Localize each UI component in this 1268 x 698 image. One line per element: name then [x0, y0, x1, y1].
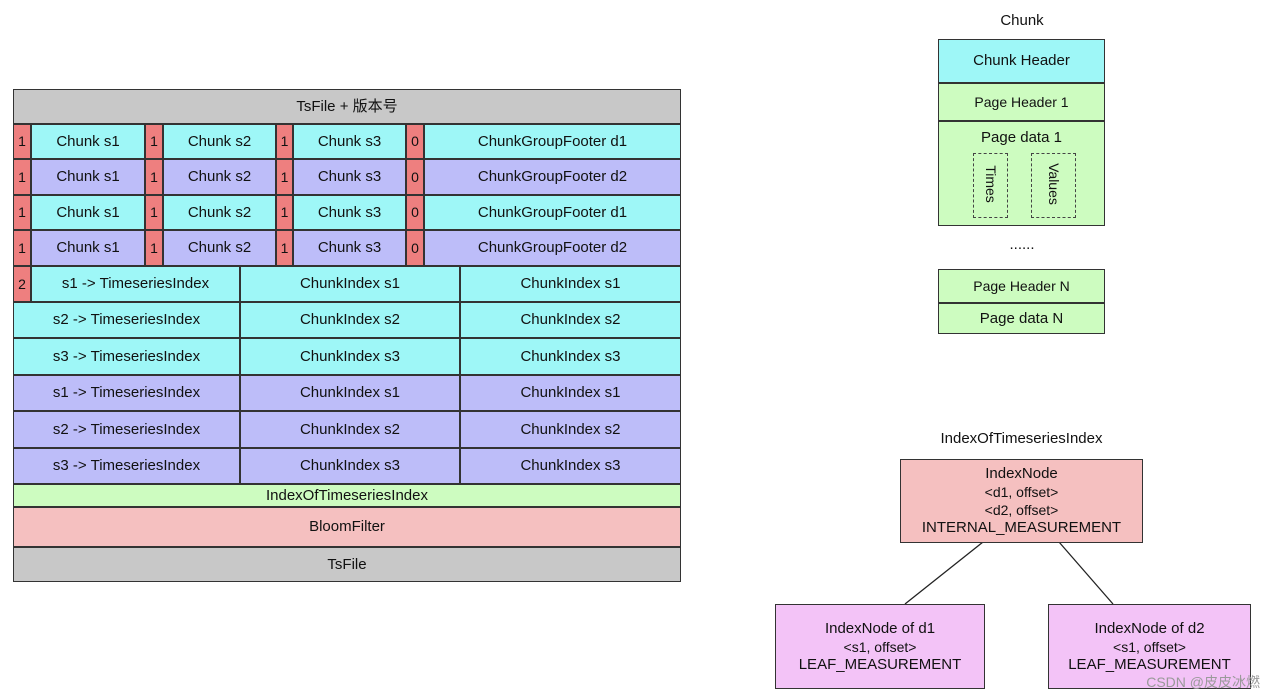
chunk-index-cell: ChunkIndex s1: [240, 266, 460, 302]
chunk-cell: Chunk s1: [31, 159, 145, 195]
chunk-marker: 0: [406, 124, 424, 159]
d1-line: <s1, offset>: [843, 638, 917, 655]
bloom-filter: BloomFilter: [13, 507, 681, 547]
index-node-d1: IndexNode of d1 <s1, offset> LEAF_MEASUR…: [775, 604, 985, 689]
chunk-index-cell: ChunkIndex s1: [460, 375, 681, 411]
chunk-marker: 1: [276, 124, 293, 159]
d1-line: LEAF_MEASUREMENT: [798, 655, 962, 673]
chunk-cell: Chunk s3: [293, 159, 406, 195]
timeseries-index-cell: s3 -> TimeseriesIndex: [13, 448, 240, 484]
chunk-cell: Chunk s2: [163, 124, 276, 159]
chunk-marker: 1: [145, 195, 163, 230]
chunk-index-cell: ChunkIndex s3: [240, 338, 460, 375]
ellipsis: ......: [1009, 236, 1035, 253]
tsfile-footer: TsFile: [13, 547, 681, 582]
chunk-marker: 1: [276, 230, 293, 266]
index-marker: 2: [13, 266, 31, 302]
chunk-cell: Chunk s2: [163, 230, 276, 266]
edge-root-d1: [904, 541, 984, 605]
chunk-index-cell: ChunkIndex s1: [460, 266, 681, 302]
chunk-title: Chunk: [1000, 12, 1044, 29]
chunk-index-cell: ChunkIndex s1: [240, 375, 460, 411]
values-block: [1031, 153, 1076, 218]
chunk-marker: 0: [406, 159, 424, 195]
chunk-index-cell: ChunkIndex s3: [460, 338, 681, 375]
watermark: CSDN @皮皮冰燃: [1146, 674, 1260, 690]
chunk-index-cell: ChunkIndex s3: [240, 448, 460, 484]
index-of-timeseries-index: IndexOfTimeseriesIndex: [13, 484, 681, 507]
d2-line: LEAF_MEASUREMENT: [1068, 655, 1231, 673]
d1-line: IndexNode of d1: [824, 619, 936, 637]
index-tree-title: IndexOfTimeseriesIndex: [940, 430, 1103, 447]
chunk-group-footer: ChunkGroupFooter d1: [424, 195, 681, 230]
timeseries-index-cell: s3 -> TimeseriesIndex: [13, 338, 240, 375]
chunk-marker: 1: [276, 195, 293, 230]
chunk-header: Chunk Header: [938, 39, 1105, 83]
chunk-cell: Chunk s1: [31, 195, 145, 230]
page-header-1: Page Header 1: [938, 83, 1105, 121]
chunk-marker: 1: [145, 230, 163, 266]
page-data-1-label: Page data 1: [981, 129, 1062, 146]
chunk-group-footer: ChunkGroupFooter d2: [424, 230, 681, 266]
chunk-index-cell: ChunkIndex s2: [240, 302, 460, 338]
index-node-d2: IndexNode of d2 <s1, offset> LEAF_MEASUR…: [1048, 604, 1251, 689]
chunk-marker: 1: [276, 159, 293, 195]
chunk-marker: 1: [13, 124, 31, 159]
root-line: IndexNode: [985, 465, 1058, 482]
root-line: <d2, offset>: [984, 502, 1059, 518]
chunk-index-cell: ChunkIndex s2: [460, 302, 681, 338]
timeseries-index-cell: s2 -> TimeseriesIndex: [13, 302, 240, 338]
chunk-marker: 0: [406, 230, 424, 266]
timeseries-index-cell: s1 -> TimeseriesIndex: [31, 266, 240, 302]
chunk-index-cell: ChunkIndex s2: [460, 411, 681, 448]
chunk-marker: 1: [145, 124, 163, 159]
chunk-cell: Chunk s2: [163, 159, 276, 195]
chunk-group-footer: ChunkGroupFooter d2: [424, 159, 681, 195]
chunk-cell: Chunk s3: [293, 124, 406, 159]
page-header-n: Page Header N: [938, 269, 1105, 303]
chunk-index-cell: ChunkIndex s2: [240, 411, 460, 448]
page-data-1: Page data 1: [938, 121, 1105, 226]
chunk-marker: 1: [13, 195, 31, 230]
chunk-marker: 1: [13, 230, 31, 266]
chunk-index-cell: ChunkIndex s3: [460, 448, 681, 484]
chunk-marker: 1: [145, 159, 163, 195]
index-node-root: IndexNode <d1, offset> <d2, offset> INTE…: [900, 459, 1143, 543]
tsfile-header: TsFile + 版本号: [13, 89, 681, 124]
chunk-cell: Chunk s3: [293, 195, 406, 230]
page-data-n: Page data N: [938, 303, 1105, 334]
root-line: INTERNAL_MEASUREMENT: [921, 519, 1122, 536]
chunk-cell: Chunk s2: [163, 195, 276, 230]
chunk-cell: Chunk s1: [31, 124, 145, 159]
times-block: [973, 153, 1008, 218]
d2-line: IndexNode of d2: [1094, 619, 1205, 637]
edge-root-d2: [1058, 541, 1114, 605]
d2-line: <s1, offset>: [1113, 638, 1186, 655]
timeseries-index-cell: s2 -> TimeseriesIndex: [13, 411, 240, 448]
timeseries-index-cell: s1 -> TimeseriesIndex: [13, 375, 240, 411]
chunk-marker: 0: [406, 195, 424, 230]
chunk-cell: Chunk s1: [31, 230, 145, 266]
chunk-group-footer: ChunkGroupFooter d1: [424, 124, 681, 159]
chunk-marker: 1: [13, 159, 31, 195]
root-line: <d1, offset>: [984, 484, 1059, 500]
chunk-cell: Chunk s3: [293, 230, 406, 266]
